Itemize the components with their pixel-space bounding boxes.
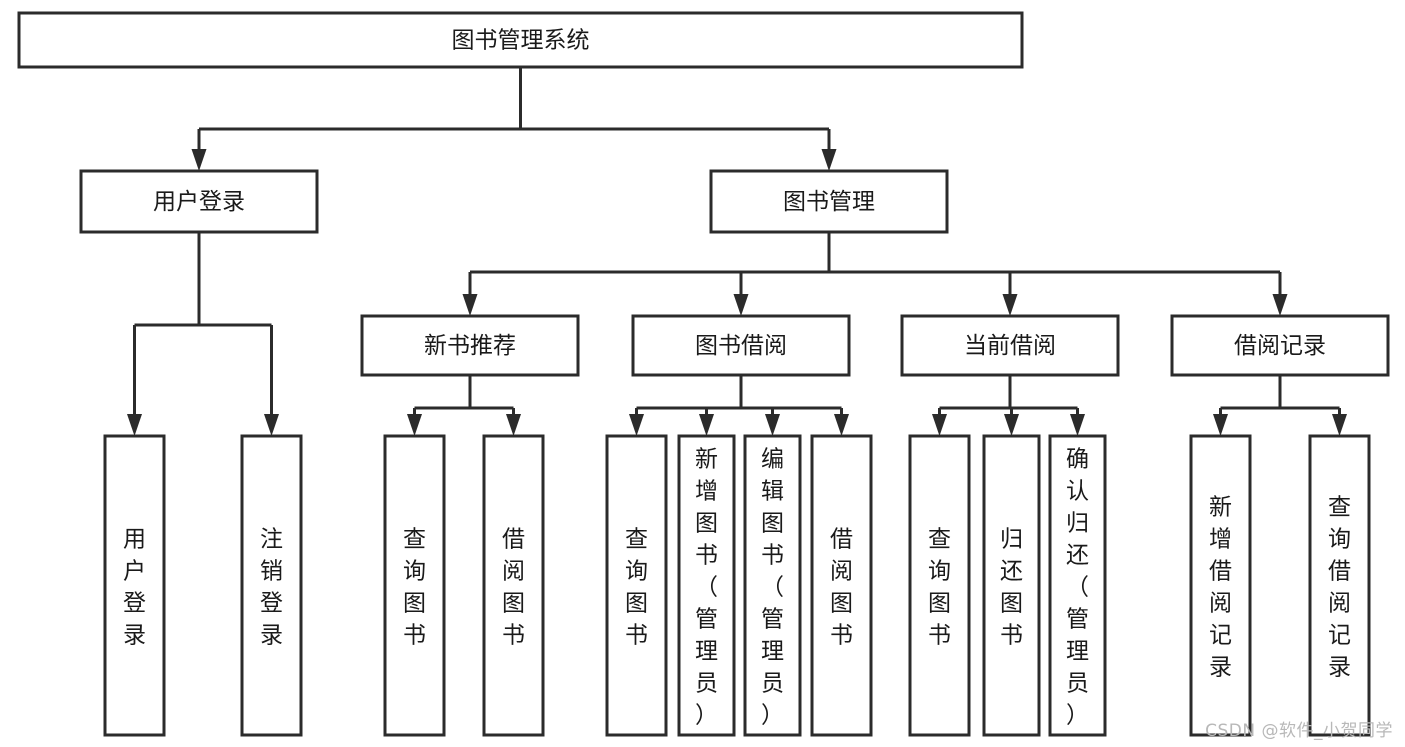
arrow-head-icon xyxy=(462,294,478,316)
node-l-bb-query[interactable]: 查询图书 xyxy=(605,434,668,737)
arrow-head-icon xyxy=(1332,414,1347,436)
node-l-rec-query[interactable]: 查询图书 xyxy=(383,434,446,737)
node-l-cb-confirm[interactable]: 确认归还（管理员） xyxy=(1048,434,1107,737)
node-label: 借阅记录 xyxy=(1234,333,1326,359)
node-box xyxy=(383,434,446,737)
node-box xyxy=(17,11,1024,69)
node-label: 查询图书 xyxy=(625,526,648,648)
node-l-br-add[interactable]: 新增借阅记录 xyxy=(1189,434,1252,737)
node-label: 用户登录 xyxy=(153,189,245,215)
node-box xyxy=(631,314,851,377)
arrow-head-icon xyxy=(699,414,714,436)
node-n-book-borrow[interactable]: 图书借阅 xyxy=(631,314,851,377)
node-label: 查询借阅记录 xyxy=(1328,494,1351,680)
arrow-head-icon xyxy=(834,414,849,436)
node-label: 编辑图书（管理员） xyxy=(761,446,784,728)
node-label: 查询图书 xyxy=(403,526,426,648)
node-box xyxy=(482,434,545,737)
node-box xyxy=(810,434,873,737)
node-l-user-login[interactable]: 用户登录 xyxy=(103,434,166,737)
arrow-head-icon xyxy=(733,294,749,316)
arrow-head-icon xyxy=(506,414,521,436)
node-n-current-borrow[interactable]: 当前借阅 xyxy=(900,314,1120,377)
node-box xyxy=(709,169,949,234)
node-label: 图书管理 xyxy=(783,189,875,215)
node-label: 用户登录 xyxy=(123,526,146,648)
arrow-head-icon xyxy=(1070,414,1085,436)
node-box xyxy=(605,434,668,737)
node-label: 新书推荐 xyxy=(424,333,516,359)
node-box xyxy=(1048,434,1107,737)
arrow-head-icon xyxy=(629,414,644,436)
node-box xyxy=(677,434,736,737)
node-box xyxy=(103,434,166,737)
arrow-head-icon xyxy=(127,414,142,436)
node-label: 图书管理系统 xyxy=(452,28,590,54)
node-box xyxy=(1189,434,1252,737)
node-box xyxy=(1170,314,1390,377)
node-n-book-mgmt[interactable]: 图书管理 xyxy=(709,169,949,234)
node-box xyxy=(743,434,802,737)
node-label: 新增借阅记录 xyxy=(1209,494,1232,680)
node-box xyxy=(360,314,580,377)
node-l-cb-query[interactable]: 查询图书 xyxy=(908,434,971,737)
node-label: 借阅图书 xyxy=(830,526,853,648)
node-label: 借阅图书 xyxy=(502,526,525,648)
node-layer: 图书管理系统用户登录图书管理新书推荐图书借阅当前借阅借阅记录用户登录注销登录查询… xyxy=(17,11,1390,737)
arrow-head-icon xyxy=(1272,294,1288,316)
arrow-head-icon xyxy=(765,414,780,436)
edge-layer xyxy=(127,67,1347,436)
node-box xyxy=(79,169,319,234)
node-box xyxy=(900,314,1120,377)
node-label: 新增图书（管理员） xyxy=(695,446,718,728)
node-label: 注销登录 xyxy=(260,526,283,648)
arrow-head-icon xyxy=(1213,414,1228,436)
node-l-cb-return[interactable]: 归还图书 xyxy=(982,434,1041,737)
node-n-borrow-record[interactable]: 借阅记录 xyxy=(1170,314,1390,377)
node-box xyxy=(982,434,1041,737)
node-n-user-login[interactable]: 用户登录 xyxy=(79,169,319,234)
arrow-head-icon xyxy=(932,414,947,436)
node-label: 归还图书 xyxy=(1000,526,1023,648)
node-l-user-logout[interactable]: 注销登录 xyxy=(240,434,303,737)
node-box xyxy=(240,434,303,737)
arrow-head-icon xyxy=(1002,294,1018,316)
node-l-bb-add[interactable]: 新增图书（管理员） xyxy=(677,434,736,737)
node-root[interactable]: 图书管理系统 xyxy=(17,11,1024,69)
arrow-head-icon xyxy=(191,149,207,171)
node-label: 确认归还（管理员） xyxy=(1066,446,1089,728)
arrow-head-icon xyxy=(407,414,422,436)
node-label: 图书借阅 xyxy=(695,333,787,359)
node-l-br-query[interactable]: 查询借阅记录 xyxy=(1308,434,1371,737)
node-l-bb-edit[interactable]: 编辑图书（管理员） xyxy=(743,434,802,737)
node-label: 查询图书 xyxy=(928,526,951,648)
node-label: 当前借阅 xyxy=(964,333,1056,359)
arrow-head-icon xyxy=(1004,414,1019,436)
arrow-head-icon xyxy=(264,414,279,436)
node-box xyxy=(1308,434,1371,737)
node-n-new-book-rec[interactable]: 新书推荐 xyxy=(360,314,580,377)
node-l-bb-borrow[interactable]: 借阅图书 xyxy=(810,434,873,737)
node-l-rec-borrow[interactable]: 借阅图书 xyxy=(482,434,545,737)
node-box xyxy=(908,434,971,737)
arrow-head-icon xyxy=(821,149,837,171)
